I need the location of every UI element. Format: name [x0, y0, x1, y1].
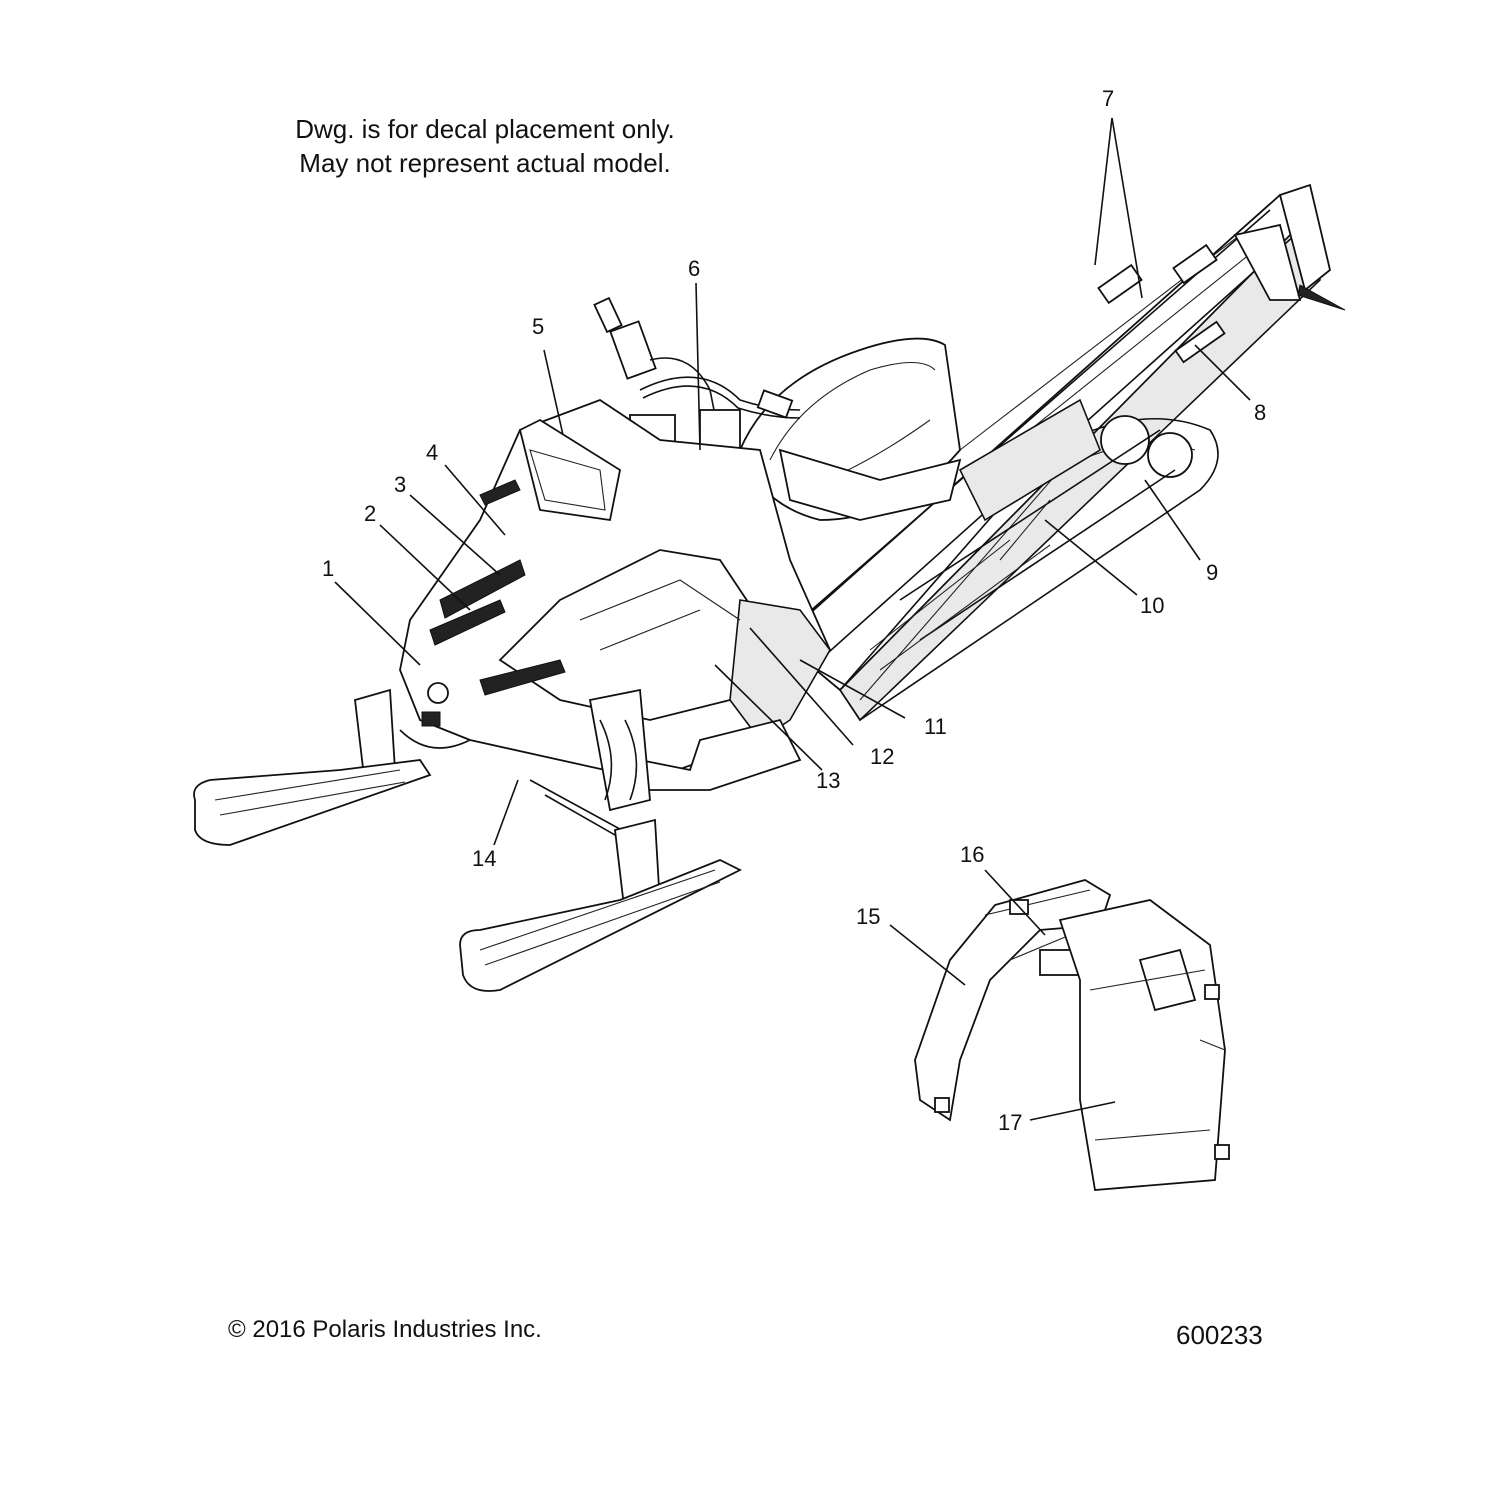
callout-12: 12	[870, 744, 894, 769]
seat	[739, 337, 962, 521]
hood-and-body	[399, 398, 832, 791]
callout-15: 15	[856, 904, 880, 929]
left-ski	[193, 759, 432, 846]
callout-17: 17	[998, 1110, 1022, 1135]
callout-14: 14	[472, 846, 496, 871]
callout-6: 6	[688, 256, 700, 281]
callout-2: 2	[364, 501, 376, 526]
copyright-notice: © 2016 Polaris Industries Inc.	[228, 1316, 542, 1343]
callout-8: 8	[1254, 400, 1266, 425]
side-panel-17	[1058, 899, 1230, 1191]
callout-4: 4	[426, 440, 438, 465]
front-suspension	[354, 688, 661, 917]
callout-1: 1	[322, 556, 334, 581]
drawing-number: 600233	[1176, 1320, 1263, 1350]
placement-note-line-1: Dwg. is for decal placement only.	[295, 114, 675, 144]
callout-10: 10	[1140, 593, 1164, 618]
callout-13: 13	[816, 768, 840, 793]
placement-note: Dwg. is for decal placement only. May no…	[220, 112, 750, 180]
callout-3: 3	[394, 472, 406, 497]
callout-5: 5	[532, 314, 544, 339]
right-ski	[459, 859, 743, 992]
callout-11: 11	[924, 714, 947, 739]
callout-7: 7	[1102, 86, 1114, 111]
placement-note-line-2: May not represent actual model.	[299, 148, 671, 178]
leader-lines	[334, 117, 1251, 1121]
callout-9: 9	[1206, 560, 1218, 585]
callout-16: 16	[960, 842, 984, 867]
callout-labels: 1 2 3 4 5 6 7 8 9 10 11 12 13 14 15 16 1…	[322, 86, 1266, 1135]
rear-suspension	[838, 398, 1219, 722]
